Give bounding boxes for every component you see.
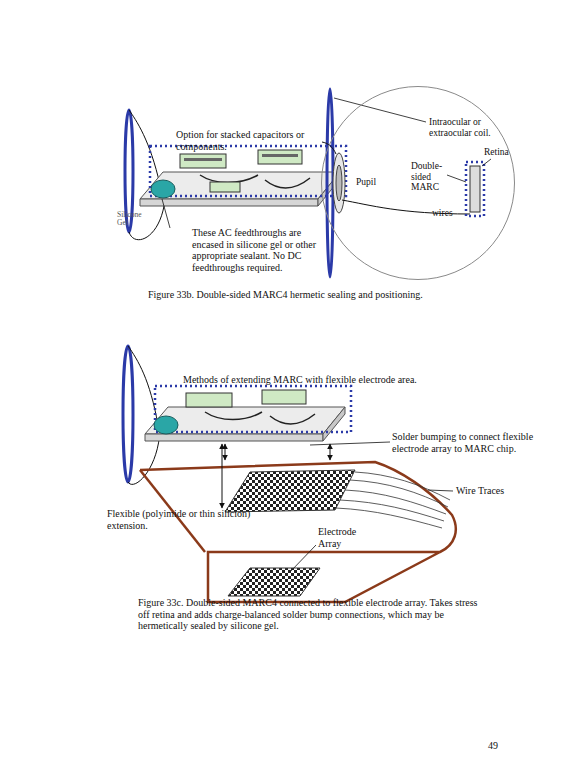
callout-note: Option for stacked capacitors or compone… [176,129,306,152]
part-label: Retina [484,147,514,158]
part-label: Double- sided MARC [411,161,449,193]
callout-note: Methods of extending MARC with flexible … [183,374,473,386]
figure-caption: Figure 33c. Double-sided MARC4 connected… [138,597,478,632]
callout-note: Electrode Array [318,526,368,549]
part-label: wires [432,208,466,219]
callout-note: These AC feedthroughs are encased in sil… [192,227,330,273]
callout-note: Wire Traces [456,485,536,497]
callout-note: Solder bumping to connect flexible elect… [392,431,572,454]
part-label: Pupil [356,177,384,188]
marc-chip-top [125,110,346,240]
figure-caption: Figure 33b. Double-sided MARC4 hermetic … [148,289,548,301]
callout-note: Silicone Gel [117,211,149,227]
part-label: Intraocular or extraocular coil. [429,117,515,138]
eye-outline: Intraocular or extraocular coil. RetinaPu… [321,86,515,280]
callout-note: Flexible (polyimide or thin silicion) ex… [107,508,262,531]
page-number: 49 [488,740,528,752]
